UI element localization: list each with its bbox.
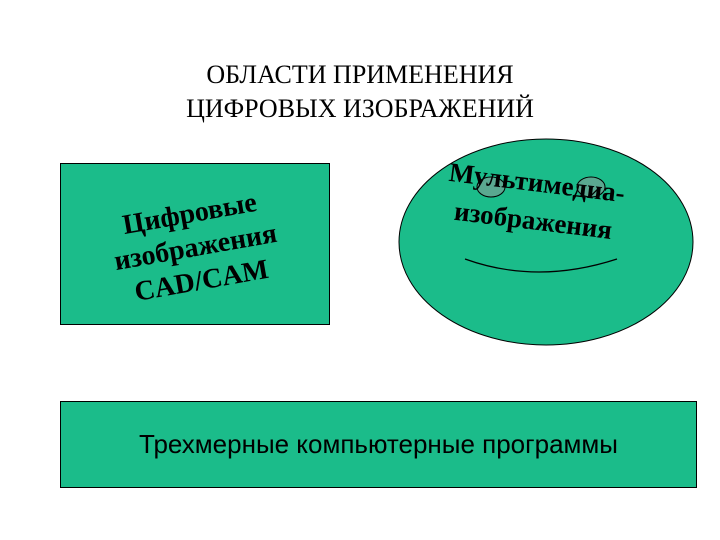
3d-programs-label: Трехмерные компьютерные программы xyxy=(139,429,618,459)
oval-face-shape xyxy=(398,138,694,346)
multimedia-images-oval: Мультимедиа- изображения xyxy=(397,137,697,347)
digital-images-text-art: Цифровые изображения CAD/CAM xyxy=(112,187,279,308)
title-line-1: ОБЛАСТИ ПРИМЕНЕНИЯ xyxy=(206,60,514,89)
digital-images-cad-cam-box: Цифровые изображения CAD/CAM xyxy=(60,163,330,325)
page-title: ОБЛАСТИ ПРИМЕНЕНИЯ ЦИФРОВЫХ ИЗОБРАЖЕНИЙ xyxy=(60,58,660,126)
left-eye-icon xyxy=(476,176,506,198)
3d-programs-box: Трехмерные компьютерные программы xyxy=(60,401,697,488)
smiley-oval-graphic: Мультимедиа- изображения xyxy=(398,138,694,346)
right-eye-icon xyxy=(576,176,606,198)
title-line-2: ЦИФРОВЫХ ИЗОБРАЖЕНИЙ xyxy=(186,94,534,123)
smile-mouth-icon xyxy=(464,258,618,273)
